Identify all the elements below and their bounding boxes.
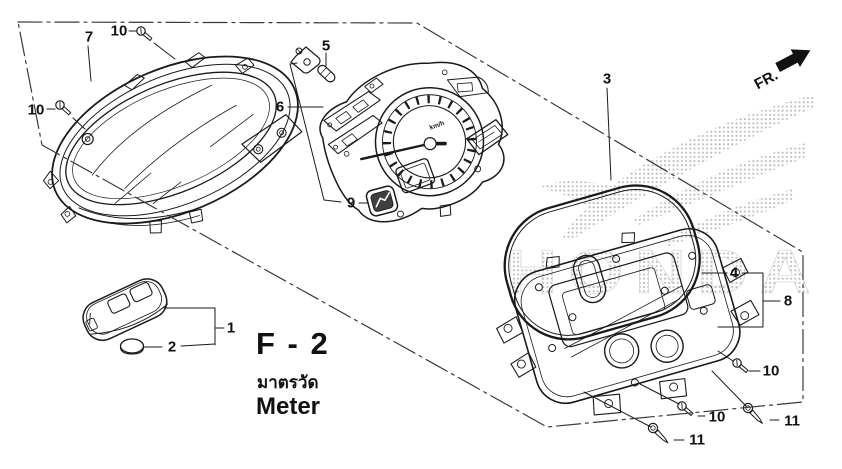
screw-10-top[interactable]: [135, 25, 154, 42]
part-callout-2[interactable]: 2: [167, 338, 177, 356]
part-callout-10-left[interactable]: 10: [27, 101, 45, 119]
callout-leader-lines: [46, 30, 781, 441]
setting-pin-drawing[interactable]: [316, 64, 337, 84]
key-battery-drawing[interactable]: [119, 338, 145, 355]
part-callout-7[interactable]: 7: [84, 28, 94, 46]
lens-cover-drawing[interactable]: [20, 20, 328, 272]
front-direction-indicator: FR.: [752, 49, 811, 93]
part-callout-8[interactable]: 8: [783, 292, 793, 310]
part-callout-10-bottom-mid[interactable]: 10: [708, 408, 726, 426]
key-fob-drawing[interactable]: [77, 273, 172, 346]
screw-10-bottom-mid[interactable]: [676, 400, 695, 417]
part-callout-4[interactable]: 4: [729, 264, 739, 282]
wellnut-drawing[interactable]: [290, 46, 321, 74]
part-callout-11-bottom-center[interactable]: 11: [689, 431, 705, 449]
honda-watermark: HONDA: [506, 95, 813, 307]
dial-unit-label: km/h: [429, 120, 446, 132]
part-callout-9[interactable]: 9: [346, 194, 356, 212]
part-callout-10-right[interactable]: 10: [762, 362, 780, 380]
case-packing-drawing[interactable]: [490, 171, 713, 353]
part-callout-1[interactable]: 1: [226, 319, 236, 337]
front-arrow-icon: [775, 49, 811, 73]
part-callout-11-bottom-right[interactable]: 11: [784, 412, 800, 430]
diagram-frame-border: [17, 21, 804, 428]
honda-wing-logo-watermark: [538, 95, 813, 246]
meter-unit-drawing[interactable]: km/h: [306, 40, 527, 248]
figure-page-code: F - 2: [256, 326, 330, 361]
part-callout-5[interactable]: 5: [321, 37, 331, 55]
front-label: FR.: [752, 67, 781, 93]
part-callout-6[interactable]: 6: [275, 98, 285, 116]
part-callout-10-top[interactable]: 10: [110, 22, 128, 40]
screw-10-right[interactable]: [731, 357, 750, 374]
figure-title-thai: มาตรวัด: [257, 373, 319, 392]
figure-title-english: Meter: [256, 393, 321, 420]
emblem-badge-drawing[interactable]: [365, 185, 399, 217]
lower-case-drawing[interactable]: [481, 203, 776, 441]
part-callout-3[interactable]: 3: [602, 70, 612, 88]
screw-11-bottom-center[interactable]: [646, 421, 671, 446]
screw-10-left[interactable]: [54, 99, 72, 117]
